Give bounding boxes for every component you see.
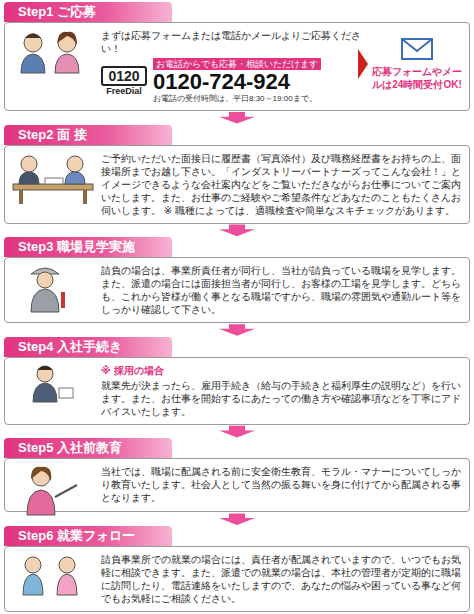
body-text: 就業先が決まったら、雇用手続き（給与の手続きと福利厚生の説明など）を行います。ま…: [101, 379, 461, 418]
mail-note: 応募フォームやメールは24時間受付OK!: [371, 65, 463, 91]
phone-caption: お電話からでも応募・相談いただけます: [153, 58, 321, 70]
body-text: 当社では、職場に配属される前に安全衛生教育、モラル・マナーについてしっかり教育い…: [101, 465, 461, 504]
step-frame: 当社では、職場に配属される前に安全衛生教育、モラル・マナーについてしっかり教育い…: [4, 458, 470, 512]
step-frame: 請負の場合は、事業所責任者が同行し、当社が請負っている職場を見学します。また、派…: [4, 257, 470, 323]
step-box: Step2 面 接ご予約いただいた面接日に履歴書（写真添付）及び職務経歴書をお持…: [4, 125, 470, 224]
illustration: [11, 262, 95, 318]
step-heading: Step6 就業フォロー: [4, 526, 172, 546]
envelope-icon: [400, 37, 434, 61]
step-frame: ご予約いただいた面接日に履歴書（写真添付）及び職務経歴書をお持ちの上、面接場所ま…: [4, 145, 470, 224]
flow-arrow: [219, 513, 255, 525]
phone-number: 0120-724-924: [153, 70, 321, 94]
body-text: 請負の場合は、事業所責任者が同行し、当社が請負っている職場を見学します。また、派…: [101, 264, 461, 316]
step-box: Step5 入社前教育当社では、職場に配属される前に安全衛生教育、モラル・マナー…: [4, 438, 470, 512]
body-text: 請負事業所での就業の場合には、責任者が配属されていますので、いつでもお気軽に相談…: [101, 553, 461, 605]
step-box: Step6 就業フォロー請負事業所での就業の場合には、責任者が配属されていますの…: [4, 526, 470, 612]
phone-hours: お電話の受付時間は、平日8:30～19:00まで。: [153, 94, 321, 104]
phone-box: お電話からでも応募・相談いただけます0120-724-924お電話の受付時間は、…: [153, 58, 321, 104]
step-frame: 請負事業所での就業の場合には、責任者が配属されていますので、いつでもお気軽に相談…: [4, 546, 470, 612]
flow-arrow: [219, 426, 255, 438]
step-frame: まずは応募フォームまたは電話かメールよりご応募ください！ 0120FreeDial…: [4, 22, 470, 111]
flow-arrow: [219, 225, 255, 237]
step-heading: Step5 入社前教育: [4, 438, 172, 458]
illustration: [11, 150, 95, 206]
illustration: [11, 551, 95, 607]
phone-row: 0120FreeDialお電話からでも応募・相談いただけます0120-724-9…: [101, 58, 363, 104]
step-heading: Step2 面 接: [4, 125, 172, 145]
illustration: [11, 362, 95, 418]
step-box: Step1 ご応募まずは応募フォームまたは電話かメールよりご応募ください！ 012…: [4, 2, 470, 111]
body-text: ご予約いただいた面接日に履歴書（写真添付）及び職務経歴書をお持ちの上、面接場所ま…: [101, 152, 461, 217]
illustration: [11, 27, 95, 83]
illustration: [11, 463, 95, 519]
red-arrow: [357, 49, 369, 79]
flow-arrow: [219, 324, 255, 336]
step-heading: Step3 職場見学実施: [4, 237, 172, 257]
step-box: Step4 入社手続き※ 採用の場合就業先が決まったら、雇用手続き（給与の手続き…: [4, 337, 470, 425]
step-heading: Step1 ご応募: [4, 2, 172, 22]
logo-text: FreeDial: [101, 86, 147, 96]
note-text: ※ 採用の場合: [101, 364, 461, 377]
flow-arrow: [219, 112, 255, 124]
mail-callout: 応募フォームやメールは24時間受付OK!: [371, 37, 463, 91]
step-heading: Step4 入社手続き: [4, 337, 172, 357]
freedial-logo: 0120FreeDial: [101, 66, 147, 96]
body-text: まずは応募フォームまたは電話かメールよりご応募ください！: [101, 29, 365, 55]
logo-number: 0120: [101, 66, 147, 86]
step-frame: ※ 採用の場合就業先が決まったら、雇用手続き（給与の手続きと福利厚生の説明など）…: [4, 357, 470, 425]
step-box: Step3 職場見学実施請負の場合は、事業所責任者が同行し、当社が請負っている職…: [4, 237, 470, 323]
